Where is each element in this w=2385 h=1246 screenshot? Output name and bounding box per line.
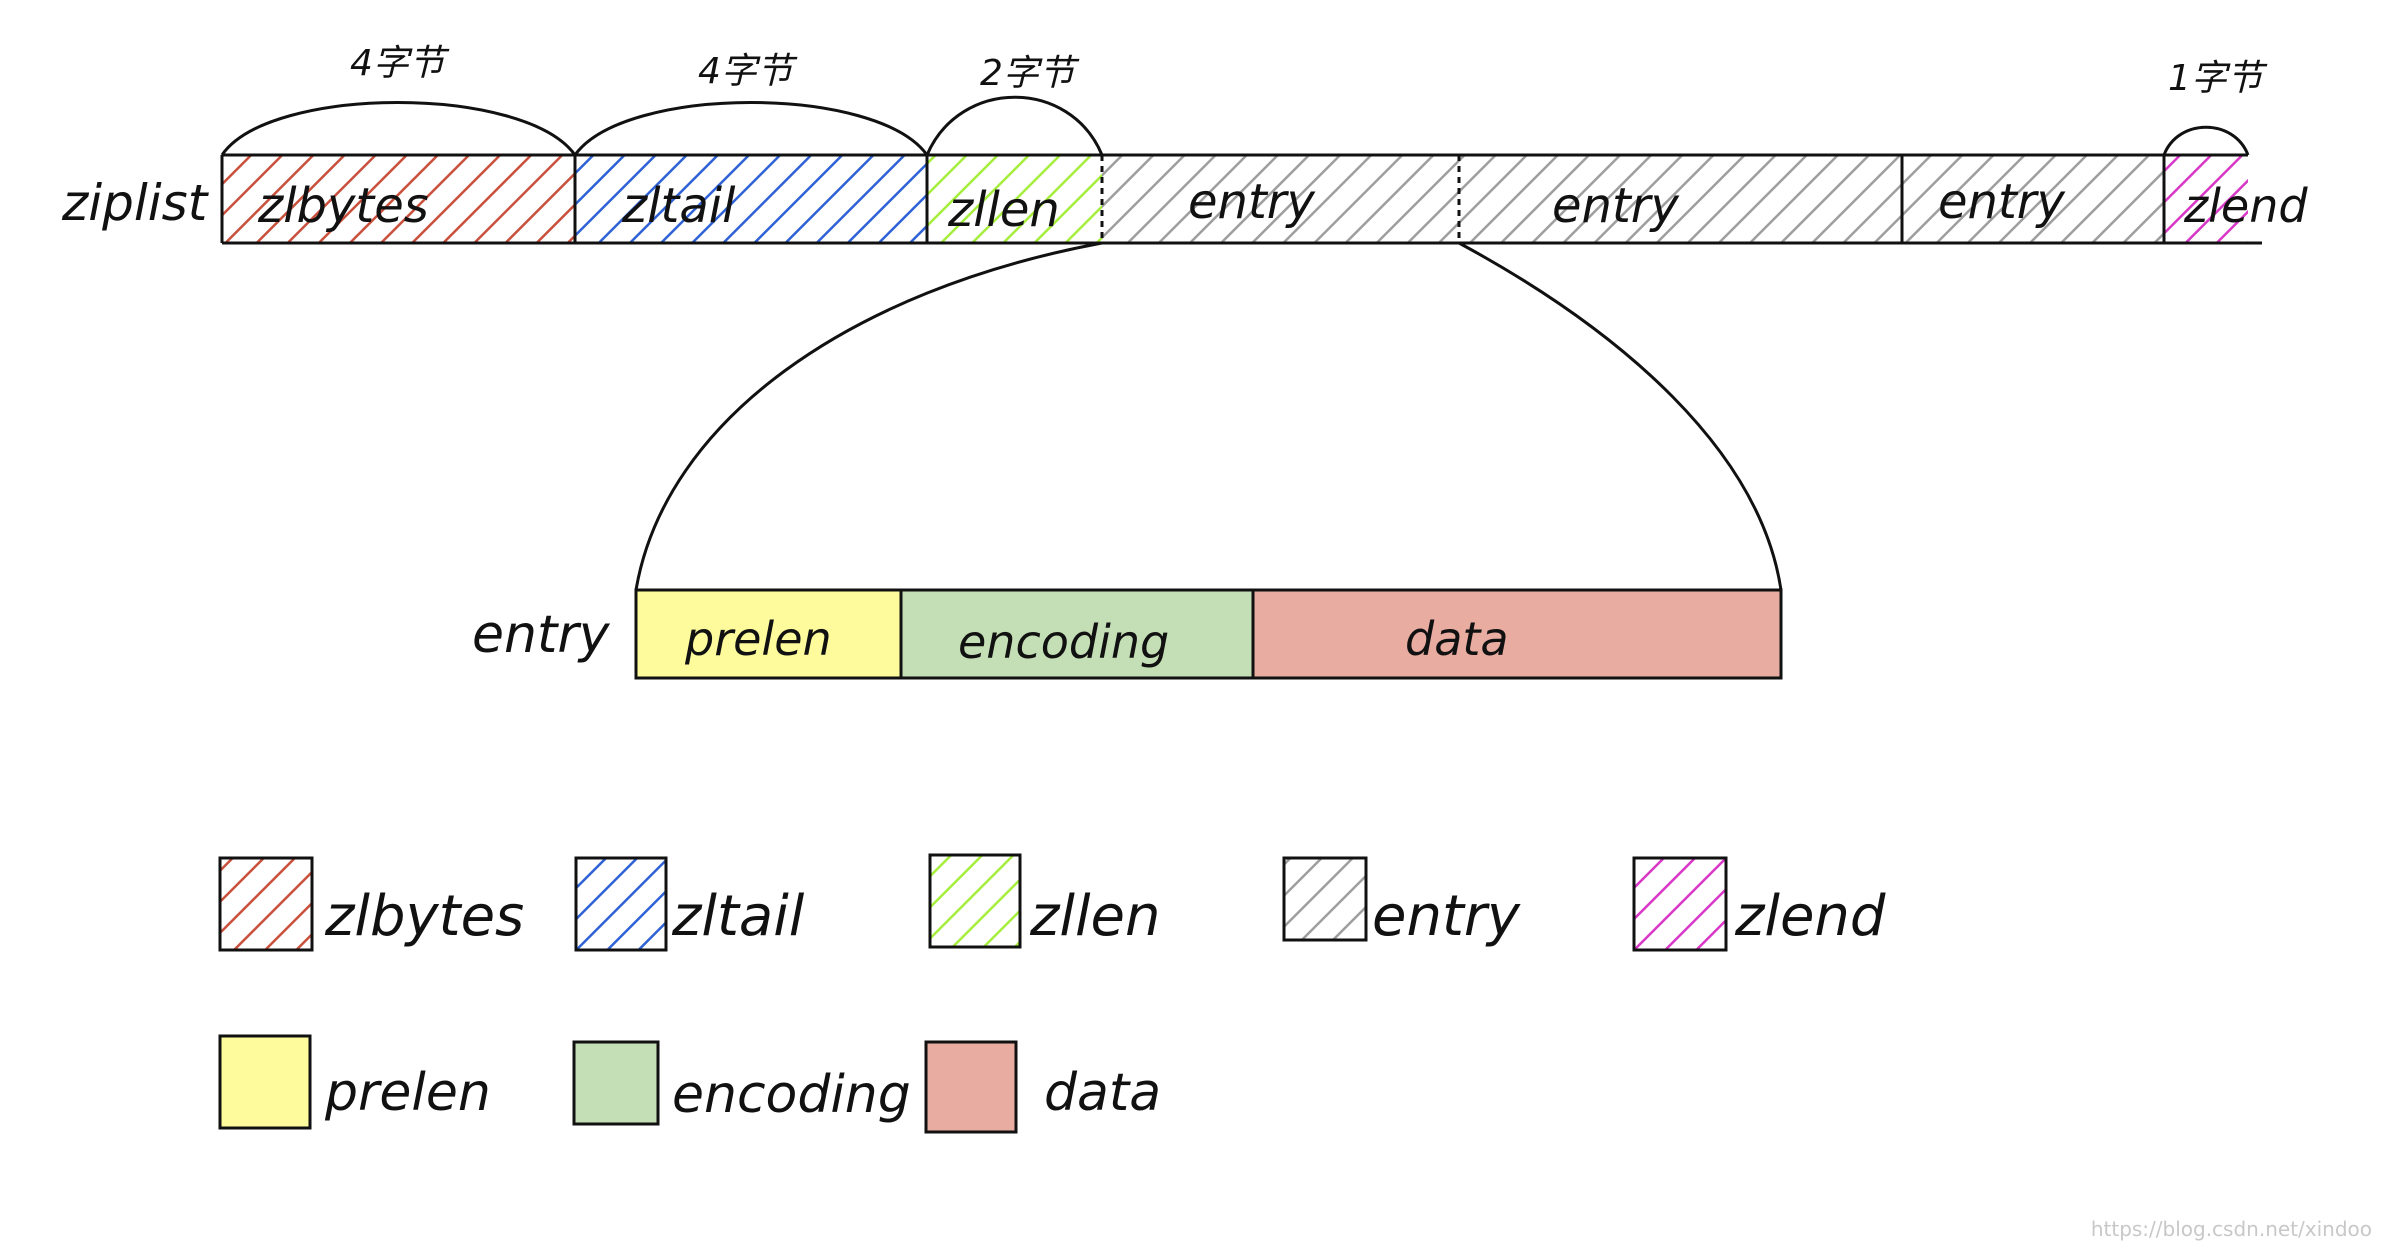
svg-text:data: data — [1044, 1063, 1161, 1123]
legend-swatch-zllen — [928, 853, 1022, 949]
segment-zllen — [927, 155, 1102, 243]
arc-zlend — [2162, 125, 2250, 156]
segment-label-zltail: zltail — [621, 178, 736, 234]
legend-item-data: data — [924, 1040, 1161, 1134]
segment-entry-1 — [1102, 155, 1459, 243]
legend-item-zllen: zllen — [928, 853, 1160, 949]
field-data — [1253, 590, 1781, 678]
segment-label-zllen: zllen — [947, 182, 1060, 238]
segment-zltail — [575, 155, 927, 243]
byte-label-zlend: 1字节 — [2168, 58, 2268, 99]
segment-zlend — [2164, 155, 2248, 243]
field-prelen — [636, 590, 901, 678]
legend-item-zlend: zlend — [1632, 856, 1886, 952]
legend-swatch-zlbytes — [218, 856, 314, 952]
legend-swatch-data — [924, 1040, 1018, 1134]
legend-row-2: prelen encoding data — [218, 1034, 1161, 1134]
segment-label-zlbytes: zlbytes — [257, 178, 429, 234]
svg-text:encoding: encoding — [672, 1065, 911, 1125]
legend-item-zlbytes: zlbytes — [218, 856, 524, 952]
legend-swatch-encoding — [572, 1040, 660, 1126]
svg-text:zllen: zllen — [1029, 884, 1160, 949]
ziplist-bar: zlbytes zltail zllen entry entry entry z… — [220, 153, 2308, 245]
byte-annotations — [220, 95, 2250, 156]
legend-swatch-prelen — [218, 1034, 312, 1130]
expansion-curves — [634, 241, 1783, 591]
segment-entry-2 — [1459, 155, 1902, 243]
byte-label-zlbytes: 4字节 — [350, 43, 450, 84]
svg-text:zlbytes: zlbytes — [324, 884, 524, 949]
legend-row-1: zlbytes zltail zllen entry zlend — [218, 853, 1886, 952]
field-label-prelen: prelen — [684, 612, 832, 666]
svg-text:prelen: prelen — [324, 1063, 491, 1123]
svg-text:zlend: zlend — [1734, 884, 1886, 949]
svg-text:entry: entry — [1372, 884, 1521, 949]
segment-label-entry-1: entry — [1188, 174, 1316, 230]
byte-label-zltail: 4字节 — [698, 51, 798, 92]
byte-label-zllen: 2字节 — [980, 53, 1080, 94]
field-encoding — [901, 590, 1253, 678]
legend-swatch-zlend — [1632, 856, 1728, 952]
segment-zlbytes — [222, 155, 575, 243]
legend-item-zltail: zltail — [574, 856, 805, 952]
ziplist-label: ziplist — [61, 174, 210, 232]
arc-zlbytes — [220, 101, 577, 156]
segment-label-entry-2: entry — [1552, 178, 1680, 234]
watermark: https://blog.csdn.net/xindoo — [2091, 1217, 2372, 1241]
legend-swatch-zltail — [574, 856, 668, 952]
entry-bar: prelen encoding data — [634, 588, 1783, 680]
segment-entry-3 — [1902, 155, 2164, 243]
legend-item-encoding: encoding — [572, 1040, 911, 1126]
entry-label: entry — [472, 605, 611, 665]
legend-swatch-entry — [1282, 856, 1368, 942]
legend-item-entry: entry — [1282, 856, 1521, 949]
field-label-encoding: encoding — [958, 615, 1169, 669]
arc-zltail — [573, 101, 929, 156]
segment-label-entry-3: entry — [1938, 174, 2066, 230]
legend-item-prelen: prelen — [218, 1034, 491, 1130]
segment-label-zlend: zlend — [2183, 179, 2308, 233]
field-label-data: data — [1405, 612, 1509, 666]
svg-text:zltail: zltail — [671, 884, 805, 949]
arc-zllen — [925, 95, 1104, 156]
